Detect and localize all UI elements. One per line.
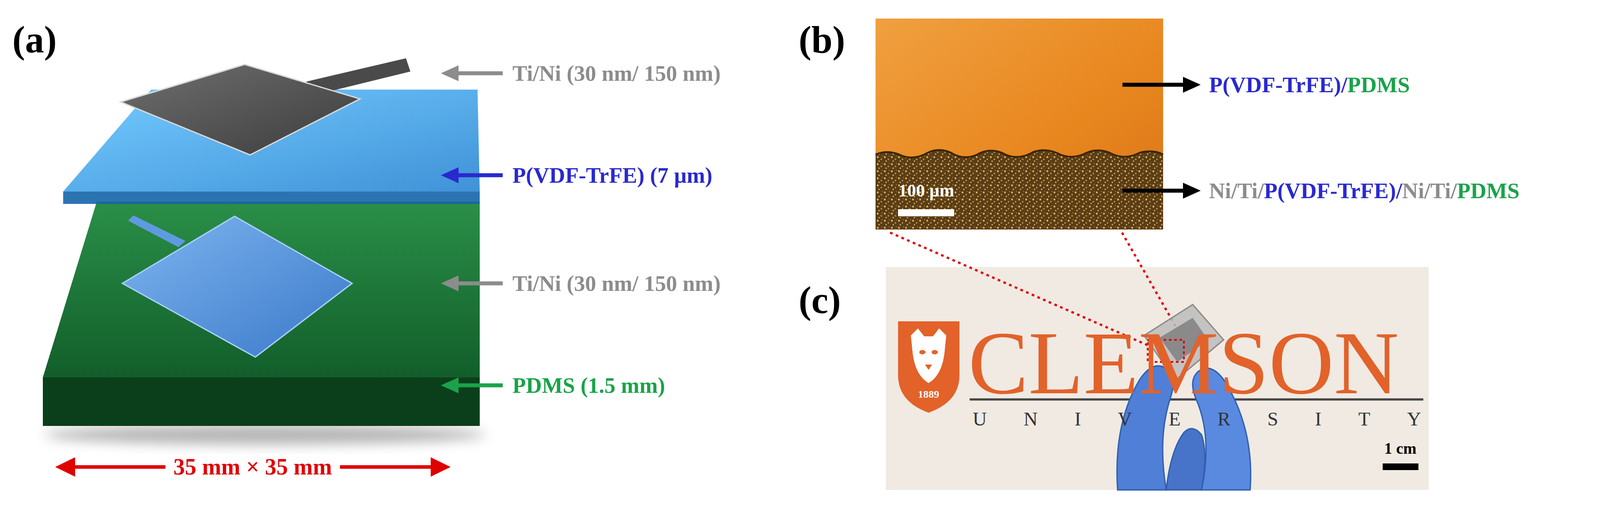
- region-label: Ni/Ti/P(VDF-TrFE)/Ni/Ti/PDMS: [1209, 178, 1520, 204]
- text-segment: /: [1424, 178, 1431, 204]
- arrow-head: [440, 275, 459, 292]
- text-segment: /: [1257, 178, 1264, 204]
- arrow-head: [440, 167, 459, 184]
- scale-bar: [1382, 463, 1419, 471]
- text-segment: Ni: [1209, 178, 1232, 204]
- layer-label: P(VDF-TrFE) (7 µm): [512, 163, 713, 188]
- letter: V: [1118, 409, 1133, 431]
- leader-line: [454, 71, 503, 76]
- bottom-electrode-tab: [128, 215, 186, 248]
- leader-line: [454, 173, 503, 178]
- pdms-front-face: [42, 377, 480, 427]
- logo-year: 1889: [917, 388, 940, 401]
- arrow-head: [440, 65, 459, 82]
- letter: T: [1358, 409, 1371, 431]
- leader-line: [1122, 189, 1188, 194]
- text-segment: /: [1231, 178, 1238, 204]
- tiger-eye: [919, 350, 926, 355]
- region-label: P(VDF-TrFE)/PDMS: [1209, 72, 1411, 98]
- arrow-head: [430, 457, 451, 478]
- top-electrode: [120, 64, 361, 156]
- layer-label: PDMS (1.5 mm): [512, 373, 666, 399]
- leader-arrows: [1122, 76, 1201, 199]
- letter: R: [1217, 409, 1231, 431]
- arrow-head: [1182, 182, 1201, 199]
- letter: E: [1168, 409, 1181, 431]
- letter: N: [1023, 409, 1038, 431]
- arrow-head: [440, 377, 459, 394]
- letter: U: [972, 409, 987, 431]
- layer-label: Ti/Ni (30 nm/ 150 nm): [512, 271, 721, 296]
- electrode-region: [875, 150, 1164, 230]
- bottom-electrode: [122, 216, 353, 358]
- layer-stack: [42, 58, 486, 445]
- film-front-edge: [63, 191, 480, 205]
- photo-ground: [885, 267, 1429, 491]
- micrograph: [875, 18, 1164, 230]
- layer-label: Ti/Ni (30 nm/ 150 nm): [512, 61, 721, 86]
- text-segment: Ni: [1402, 178, 1425, 204]
- text-segment: P(VDF-TrFE): [1209, 72, 1342, 98]
- glove-finger: [1166, 428, 1206, 491]
- text-segment: /: [1341, 72, 1348, 98]
- scale-bar: [898, 209, 955, 217]
- logo-subtitle: UNIVERSITY: [972, 409, 1422, 431]
- letter: S: [1267, 409, 1278, 431]
- dimension-label: 35 mm × 35 mm: [165, 454, 341, 480]
- logo-shield: [898, 321, 960, 414]
- text-segment: Ti: [1430, 178, 1451, 204]
- shadow: [44, 425, 486, 445]
- leader-line: [1122, 83, 1188, 88]
- text-segment: /: [1395, 178, 1403, 204]
- logo-wordmark: CLEMSON: [968, 313, 1400, 413]
- leader-line: [454, 383, 503, 388]
- leader-line: [454, 281, 503, 286]
- panel-letter: (b): [798, 18, 846, 61]
- photograph: [885, 232, 1429, 491]
- tiger-eye: [931, 350, 938, 355]
- text-segment: P(VDF-TrFE): [1263, 178, 1396, 204]
- panel-letter: (c): [798, 279, 841, 322]
- panel-letter: (a): [12, 18, 57, 61]
- tiger-nose: [925, 364, 933, 371]
- arrow-head: [1182, 76, 1201, 93]
- text-segment: /: [1450, 178, 1457, 204]
- letter: I: [1074, 409, 1081, 431]
- letter: Y: [1406, 409, 1422, 431]
- tiger-head: [910, 328, 947, 384]
- text-segment: PDMS: [1456, 178, 1520, 204]
- text-segment: Ti: [1237, 178, 1258, 204]
- leader-arrows: [440, 65, 503, 394]
- scale-label: 1 cm: [1384, 440, 1417, 459]
- pdms-top-face: [42, 201, 480, 378]
- edge-line: [875, 150, 1164, 158]
- scale-label: 100 µm: [898, 181, 955, 201]
- film-region: [875, 18, 1164, 230]
- text-segment: PDMS: [1347, 72, 1411, 98]
- arrow-head: [55, 457, 76, 478]
- letter: I: [1315, 409, 1322, 431]
